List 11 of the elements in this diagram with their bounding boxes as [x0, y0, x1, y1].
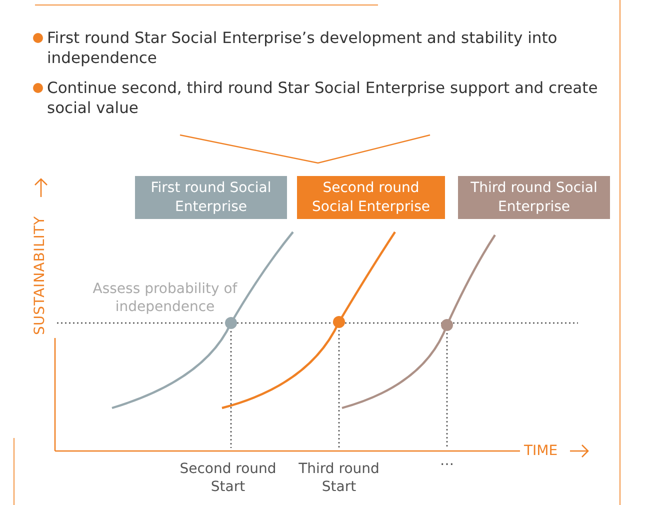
tick-label: Second round Start — [178, 460, 278, 496]
tick-label: Third round Start — [298, 460, 380, 496]
annotation: Assess probability of independence — [92, 280, 238, 316]
label-box: Second round Social Enterprise — [297, 176, 445, 219]
axis-title: SUSTAINABILITY — [32, 214, 48, 335]
bullet-item: Continue second, third round Star Social Enterprise support and create social value — [47, 78, 599, 118]
label-box: Third round Social Enterprise — [458, 176, 610, 219]
bullet-item: First round Star Social Enterprise’s development and stability into independence — [47, 28, 558, 68]
tick-label: … — [439, 452, 455, 470]
label-box: First round Social Enterprise — [135, 176, 287, 219]
axis-title: TIME — [524, 442, 558, 460]
